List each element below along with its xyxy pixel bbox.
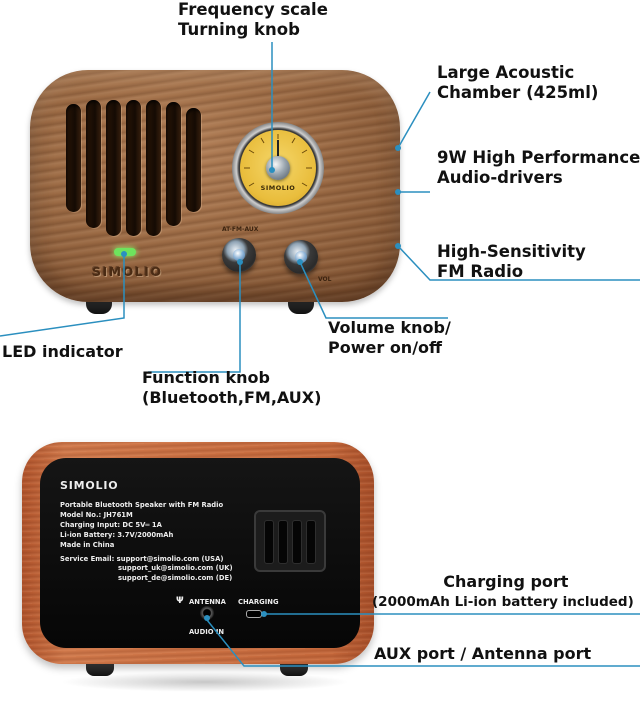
function-knob-cap bbox=[233, 249, 245, 261]
grille-slot bbox=[106, 100, 121, 236]
audio-in-label: AUDIO IN bbox=[189, 628, 225, 636]
grille-slot bbox=[166, 102, 181, 226]
volume-knob-text: VOL bbox=[318, 276, 332, 283]
callout-acoustic-chamber: Large Acoustic Chamber (425ml) bbox=[437, 63, 598, 103]
info-line: Model No.: JH761M bbox=[60, 511, 133, 519]
function-knob-text: AT-FM-AUX bbox=[222, 226, 259, 233]
function-knob[interactable] bbox=[222, 238, 256, 272]
vent-bar bbox=[306, 520, 316, 564]
led-indicator bbox=[114, 248, 136, 256]
callout-line: Chamber (425ml) bbox=[437, 83, 599, 102]
grille-slot bbox=[126, 100, 141, 236]
callout-frequency-knob: Frequency scale Turning knob bbox=[178, 0, 328, 40]
antenna-icon: Ψ bbox=[176, 596, 184, 606]
service-email-uk: support_uk@simolio.com (UK) bbox=[118, 564, 233, 572]
info-line: Charging Input: DC 5V═ 1A bbox=[60, 521, 162, 529]
antenna-label: ANTENNA bbox=[189, 598, 226, 606]
grille-slot bbox=[146, 100, 161, 236]
callout-line: (2000mAh Li-ion battery included) bbox=[372, 594, 634, 610]
callout-charging-port: Charging port (2000mAh Li-ion battery in… bbox=[372, 572, 634, 612]
callout-line: High-Sensitivity bbox=[437, 242, 586, 261]
callout-line: Volume knob/ bbox=[328, 318, 451, 337]
callout-line: 9W High Performance bbox=[437, 148, 640, 167]
callout-line: Large Acoustic bbox=[437, 63, 575, 82]
service-email: Service Email: support@simolio.com (USA) bbox=[60, 555, 224, 563]
callout-aux-port: AUX port / Antenna port bbox=[374, 644, 591, 664]
callout-line: FM Radio bbox=[437, 262, 524, 281]
frequency-scale: SIMOLIO bbox=[240, 130, 316, 206]
aux-antenna-port[interactable] bbox=[200, 606, 214, 620]
grille-slot bbox=[86, 100, 101, 228]
grille-slot bbox=[66, 104, 81, 212]
front-brand-logo: SIMOLIO bbox=[92, 264, 163, 279]
service-email-de: support_de@simolio.com (DE) bbox=[118, 574, 233, 582]
callout-line: Power on/off bbox=[328, 338, 442, 357]
leader-chamber bbox=[397, 91, 431, 149]
volume-knob[interactable] bbox=[284, 240, 318, 274]
charging-port[interactable] bbox=[246, 610, 262, 618]
back-brand: SIMOLIO bbox=[60, 479, 119, 492]
frequency-scale-ticks bbox=[244, 134, 312, 187]
callout-line: Charging port bbox=[443, 572, 569, 591]
callout-line: (Bluetooth,FM,AUX) bbox=[142, 388, 322, 407]
grille-slot bbox=[186, 108, 201, 212]
callout-line: Frequency scale bbox=[178, 0, 328, 19]
volume-knob-cap bbox=[295, 251, 307, 263]
back-shadow bbox=[60, 672, 350, 692]
callout-line: AUX port / Antenna port bbox=[374, 644, 592, 663]
charging-label: CHARGING bbox=[238, 598, 279, 606]
tuning-knob[interactable] bbox=[266, 156, 290, 180]
info-line: Portable Bluetooth Speaker with FM Radio bbox=[60, 501, 224, 509]
bass-port-vent bbox=[254, 510, 326, 572]
vent-bar bbox=[278, 520, 288, 564]
callout-volume-knob: Volume knob/ Power on/off bbox=[328, 318, 451, 358]
back-left-foot bbox=[86, 660, 114, 676]
callout-fm-radio: High-Sensitivity FM Radio bbox=[437, 242, 586, 282]
vent-bar bbox=[264, 520, 274, 564]
vent-bar bbox=[292, 520, 302, 564]
dial-needle bbox=[277, 140, 279, 166]
dial-brand: SIMOLIO bbox=[260, 184, 296, 192]
info-line: Made in China bbox=[60, 541, 115, 549]
callout-audio-drivers: 9W High Performance Audio-drivers bbox=[437, 148, 640, 188]
callout-line: Turning knob bbox=[178, 20, 300, 39]
callout-line: Audio-drivers bbox=[437, 168, 563, 187]
callout-line: Function knob bbox=[142, 368, 270, 387]
callout-led: LED indicator bbox=[2, 342, 123, 362]
callout-line: LED indicator bbox=[2, 342, 123, 361]
frequency-dial[interactable]: SIMOLIO bbox=[232, 122, 324, 214]
callout-function-knob: Function knob (Bluetooth,FM,AUX) bbox=[142, 368, 321, 408]
info-line: Li-ion Battery: 3.7V/2000mAh bbox=[60, 531, 174, 539]
